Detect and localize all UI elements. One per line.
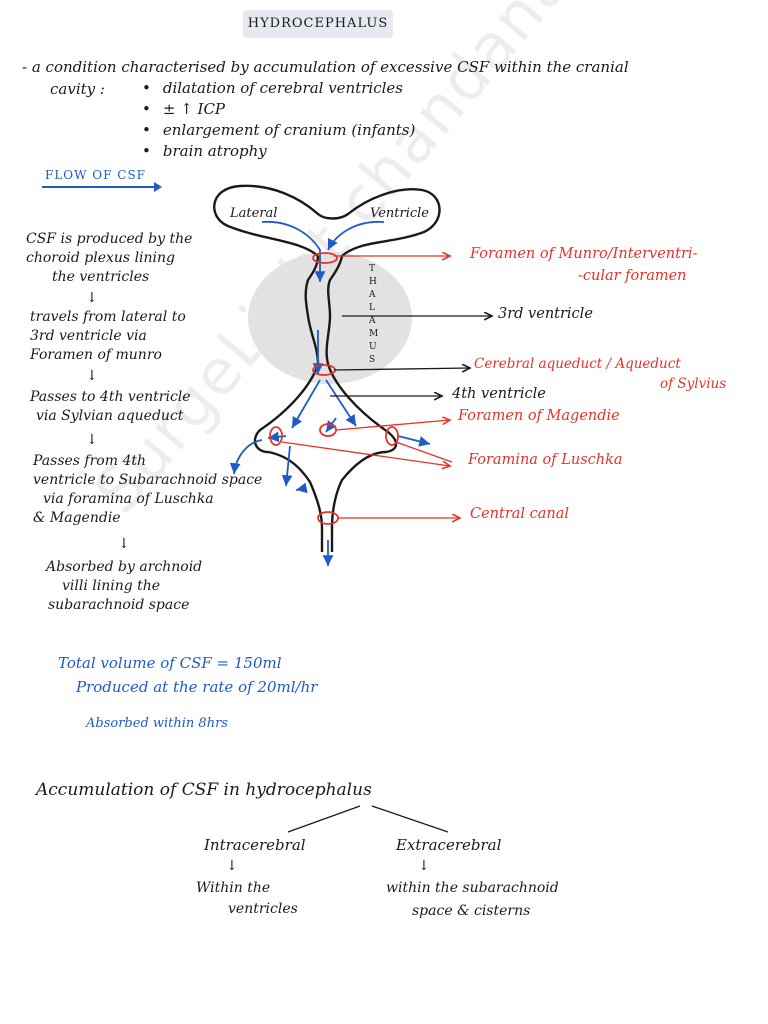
pointer-luschka-right bbox=[395, 441, 453, 463]
pointer-luschka-left bbox=[281, 441, 450, 466]
label-lateral: Lateral bbox=[230, 206, 278, 221]
label-third-ventricle: 3rd ventricle bbox=[498, 306, 593, 322]
label-central-canal: Central canal bbox=[470, 506, 570, 522]
thalamus-letter: H bbox=[369, 277, 377, 287]
flow-step-line: the ventricles bbox=[52, 269, 150, 285]
flow-step-line: Foramen of munro bbox=[30, 347, 162, 363]
intracerebral-desc-1: Within the bbox=[196, 880, 271, 896]
thalamus-letter: L bbox=[369, 303, 375, 313]
flow-arrow-icon: ↓ bbox=[86, 432, 98, 448]
pointer-magendie bbox=[335, 420, 450, 431]
extracerebral-desc-1: within the subarachnoid bbox=[386, 880, 559, 896]
thalamus-letter: T bbox=[369, 264, 376, 274]
csf-production-rate: Produced at the rate of 20ml/hr bbox=[76, 678, 318, 696]
flow-heading-underline bbox=[42, 182, 162, 192]
flow-step-line: travels from lateral to bbox=[30, 309, 186, 325]
flow-arrow-icon: ↓ bbox=[86, 290, 98, 306]
label-aqueduct-sylvius: of Sylvius bbox=[660, 376, 727, 392]
definition-line-1: - a condition characterised by accumulat… bbox=[22, 58, 629, 76]
thalamus-letter: M bbox=[369, 329, 379, 339]
flow-step-5: Absorbed by archnoid villi lining the su… bbox=[46, 558, 202, 615]
flow-step-line: ventricle to Subarachnoid space bbox=[33, 472, 263, 488]
tree-arrow-icon: ↓ bbox=[418, 858, 430, 874]
thalamus-letter: A bbox=[369, 290, 376, 300]
flow-step-line: Passes to 4th ventricle bbox=[30, 389, 191, 405]
label-foramen-magendie: Foramen of Magendie bbox=[458, 408, 620, 424]
feature-item: ± ↑ ICP bbox=[142, 99, 415, 120]
flow-step-line: CSF is produced by the bbox=[26, 231, 193, 247]
label-fourth-ventricle: 4th ventricle bbox=[452, 386, 546, 402]
intracerebral-desc-2: ventricles bbox=[228, 901, 298, 917]
flow-arrow-icon: ↓ bbox=[118, 536, 130, 552]
foramina-rings bbox=[269, 252, 399, 525]
feature-list: dilatation of cerebral ventricles ± ↑ IC… bbox=[142, 78, 416, 162]
flow-step-line: villi lining the bbox=[62, 578, 161, 594]
pointer-aqueduct bbox=[333, 368, 470, 370]
flow-step-1: CSF is produced by the choroid plexus li… bbox=[26, 230, 192, 287]
csf-flow-arrows bbox=[229, 221, 431, 566]
flow-step-line: via foramina of Luschka bbox=[43, 491, 214, 507]
definition-line-2: cavity : bbox=[50, 80, 105, 98]
flow-step-line: Passes from 4th bbox=[33, 453, 147, 469]
flow-arrow-icon: ↓ bbox=[86, 368, 98, 384]
tree-branch-left bbox=[287, 805, 361, 833]
feature-item: enlargement of cranium (infants) bbox=[142, 120, 416, 141]
tree-arrow-icon: ↓ bbox=[226, 858, 238, 874]
csf-total-volume: Total volume of CSF = 150ml bbox=[58, 654, 282, 672]
tree-branch-right bbox=[371, 805, 449, 833]
type-intracerebral: Intracerebral bbox=[204, 836, 306, 854]
flow-step-3: Passes to 4th ventricle via Sylvian aque… bbox=[30, 388, 191, 426]
csf-absorption-time: Absorbed within 8hrs bbox=[86, 716, 228, 731]
feature-item: brain atrophy bbox=[142, 141, 415, 162]
flow-step-line: subarachnoid space bbox=[48, 597, 190, 613]
classification-heading: Accumulation of CSF in hydrocephalus bbox=[36, 780, 372, 800]
feature-item: dilatation of cerebral ventricles bbox=[142, 78, 415, 99]
label-interventricular-foramen: -cular foramen bbox=[578, 268, 687, 284]
flow-step-line: & Magendie bbox=[33, 510, 121, 526]
thalamus-letter: U bbox=[369, 342, 377, 352]
label-foramina-luschka: Foramina of Luschka bbox=[468, 452, 623, 468]
page-title: HYDROCEPHALUS bbox=[243, 10, 393, 38]
thalamus-letter: S bbox=[369, 355, 376, 365]
label-ventricle: Ventricle bbox=[370, 206, 429, 221]
flow-step-2: travels from lateral to 3rd ventricle vi… bbox=[30, 308, 186, 365]
label-foramen-munro: Foramen of Munro/Interventri- bbox=[470, 246, 698, 262]
flow-step-line: 3rd ventricle via bbox=[30, 328, 147, 344]
flow-step-line: Absorbed by archnoid bbox=[46, 559, 203, 575]
flow-step-4: Passes from 4th ventricle to Subarachnoi… bbox=[33, 452, 262, 528]
ventricle-outline bbox=[213, 184, 441, 552]
type-extracerebral: Extracerebral bbox=[396, 836, 502, 854]
flow-heading: FLOW OF CSF bbox=[45, 168, 146, 182]
flow-step-line: via Sylvian aqueduct bbox=[36, 408, 184, 424]
flow-step-line: choroid plexus lining bbox=[26, 250, 175, 266]
extracerebral-desc-2: space & cisterns bbox=[412, 903, 531, 919]
thalamus-letter: A bbox=[369, 316, 376, 326]
label-cerebral-aqueduct: Cerebral aqueduct / Aqueduct bbox=[474, 356, 681, 372]
